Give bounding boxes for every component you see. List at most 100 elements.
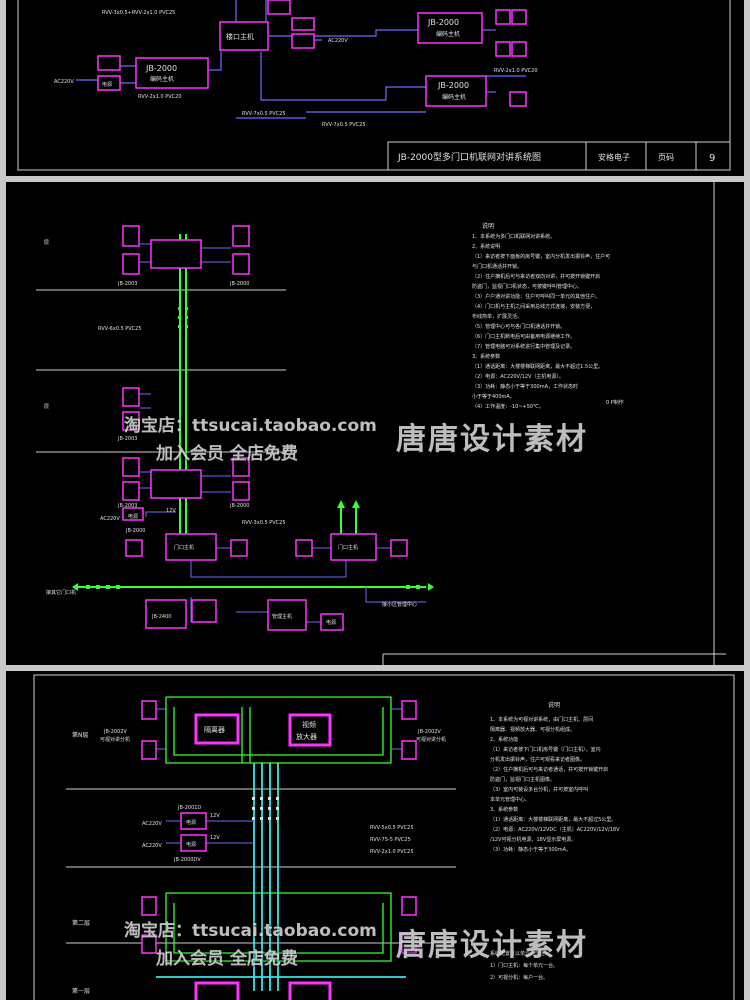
unit-host-b-sublabel: 编码主机 <box>442 93 466 101</box>
notes-line-13: 3、系统参数 <box>472 353 500 360</box>
pc-unit-box <box>145 599 187 629</box>
video-amp-label: 视频 <box>302 720 316 729</box>
right-note-label: 接小区管理中心 <box>382 601 417 608</box>
title-block <box>387 141 731 171</box>
power-box-a <box>180 812 207 830</box>
title-block-company: 安格电子 <box>598 152 630 162</box>
right-device-2 <box>511 9 527 25</box>
title-block-code-label: 页码 <box>658 153 674 162</box>
phone-low-3 <box>232 457 250 477</box>
center-device-top <box>291 17 315 31</box>
notes-line-10: （5）管理中心可与各门口机通话并开锁。 <box>472 323 565 330</box>
left-device-top <box>97 55 121 71</box>
unit-host-a-label: JB-2000 <box>427 18 459 27</box>
unit-host-b-box <box>425 75 487 107</box>
cable-c-label: RVV-2x1.0 PVC25 <box>370 849 414 855</box>
cable-low2-label: RVV-7x0.5 PVC25 <box>322 122 366 128</box>
title-block-page: 9 <box>709 153 715 164</box>
drawing-sheet-1: 楼口主机 JB-2000 编码主机 JB-2000 编码主机 JB-2000 编… <box>6 0 744 176</box>
ac220v-b-label: AC220V <box>142 843 162 849</box>
notes-heading: 说明 <box>482 222 494 230</box>
watermark-shop-1: 淘宝店：ttsucai.taobao.com <box>124 416 377 436</box>
notes-line-18: （4）工作温度：-10~+50℃。 <box>472 403 544 410</box>
monitor-2-right-1 <box>401 896 417 916</box>
right-monitor-sublabel: 可视对讲分机 <box>416 736 446 743</box>
sheet-3-diagram: JB-2002V 可视对讲分机 JB-2002V 可视对讲分机 隔离器 视频 放… <box>33 674 735 1000</box>
notes-line-5: （2）住户摘机后可与来访者双向对讲，并可按开锁键开启 <box>472 273 600 280</box>
floor-a-label: 层 <box>44 240 49 246</box>
notes-line-12: （7）管理电脑可对系统进行集中管理及记录。 <box>472 343 575 350</box>
pc-unit-label: JB-2400 <box>151 614 171 620</box>
unit-host-a-box <box>417 12 483 44</box>
relay-label: 电源 <box>326 619 336 626</box>
cable-top-label: RVV-3x0.5+RVV-2x1.0 PVC25 <box>102 10 175 16</box>
power-b-label: 电源 <box>186 841 196 848</box>
unit-low-label: JB-2003 <box>117 503 137 509</box>
host-left-label: 门口主机 <box>174 544 194 551</box>
center-host-label: 楼口主机 <box>226 32 254 41</box>
cable-b-label: RVV-75-5 PVC25 <box>370 837 411 843</box>
notes-line-8: （4）门口机与主机之间采用总线方式连接，安装方便， <box>472 303 595 310</box>
pc-monitor <box>191 599 217 623</box>
riser-dots <box>252 797 279 820</box>
notes-line-16: （3）功耗：静态小于等于300mA，工作状态时 <box>472 383 578 390</box>
monitor-n-left-2 <box>141 740 157 760</box>
isolator-box-2 <box>194 981 240 1000</box>
floor-1-label: 第一层 <box>72 987 90 995</box>
notes-line-11: （6）门口主机断电后可由备用电源继续工作。 <box>472 333 575 340</box>
watermark-shop-2: 淘宝店：ttsucai.taobao.com <box>124 921 377 941</box>
sheet-2-diagram: JB-2003 JB-2003 JB-2003 JB-2000 JB-2000 … <box>36 182 726 665</box>
notes-line-1: 1、本系统为多门口机联网对讲系统。 <box>472 233 555 240</box>
notes3-line-3: 2、系统功能 <box>490 736 518 743</box>
unit-top-label: JB-2003 <box>117 281 137 287</box>
notes3-footer-1: 1）门口主机：每个单元一台。 <box>490 962 558 969</box>
monitor-n-right-2 <box>401 740 417 760</box>
v12-b-label: 12V <box>210 835 220 841</box>
notes3-line-13: /12V可视分机电源，18V显示屏电源。 <box>490 836 576 843</box>
notes-line-17: 小于等于400mA。 <box>472 393 515 400</box>
notes3-footer-2: 2）可视分机：每户一台。 <box>490 974 548 981</box>
left-host-box <box>135 57 209 89</box>
title-block-title: JB-2000型多门口机联网对讲系统图 <box>397 151 541 163</box>
watermark-brand-2: 唐唐设计素材 <box>396 928 588 963</box>
monitor-2-left-1 <box>141 896 157 916</box>
monitor-2-left-2 <box>141 934 157 954</box>
notes3-line-11: （1）通话距离：大楼楼梯联网距离，最大不超过5公里。 <box>490 816 616 823</box>
right-device-1 <box>495 9 511 25</box>
notes3-line-10: 3、系统参数 <box>490 806 518 813</box>
left-ac220v-label: AC220V <box>54 79 74 85</box>
notes3-line-12: （2）电源：AC220V/12VDC（主机）AC220V/12V/18V <box>490 826 620 833</box>
manage-host-label: 管理主机 <box>272 613 292 620</box>
unit-code-label-2: JB-2000 <box>229 503 249 509</box>
notes3-line-4: （1）来访者按下门口机房号键（门口主机），室内 <box>490 746 601 753</box>
video-amplifier-box <box>288 713 332 747</box>
relay-power-box <box>320 613 344 631</box>
floor-n-label: 第N层 <box>72 731 89 739</box>
right-device-5 <box>509 91 527 107</box>
bus-note-label: 接其它门口机 <box>46 589 76 596</box>
left-monitor-sublabel: 可视对讲分机 <box>100 736 130 743</box>
notes3-footer-title: 系统配置（以单元为单位）： <box>490 950 553 957</box>
power-a-label: 电源 <box>186 819 196 826</box>
unit-host-a-sublabel: 编码主机 <box>436 30 460 38</box>
monitor-2-right-2 <box>401 934 417 954</box>
notes-line-4: 与门口机通话并开锁。 <box>472 263 522 270</box>
power-box-b <box>180 834 207 852</box>
notes3-line-8: （3）室内可装设多台分机，并可按室内呼叫 <box>490 786 588 793</box>
unit-box-label: JB-2000 <box>125 528 145 534</box>
sheet-1-diagram: 楼口主机 JB-2000 编码主机 JB-2000 编码主机 JB-2000 编… <box>17 0 731 171</box>
phone-top-1 <box>122 225 140 247</box>
notes-line-2: 2、系统说明 <box>472 243 500 250</box>
ac220v-a-label: AC220V <box>142 821 162 827</box>
notes-line-6: 防盗门，监视门口机状态，可按键呼叫管理中心。 <box>472 283 582 290</box>
floor-b-label: 层 <box>44 404 49 410</box>
floor-low-distributor <box>150 469 202 499</box>
monitor-n-left-1 <box>141 700 157 720</box>
notes-line-9: 布线简单，扩展灵活。 <box>472 313 522 320</box>
isolator-box <box>194 713 240 745</box>
door-host-left <box>165 533 217 561</box>
right-device-3 <box>495 41 511 57</box>
power-label: 电源 <box>128 513 138 520</box>
right-host-aux2 <box>390 539 408 557</box>
left-monitor-label: JB-2002V <box>103 729 127 735</box>
